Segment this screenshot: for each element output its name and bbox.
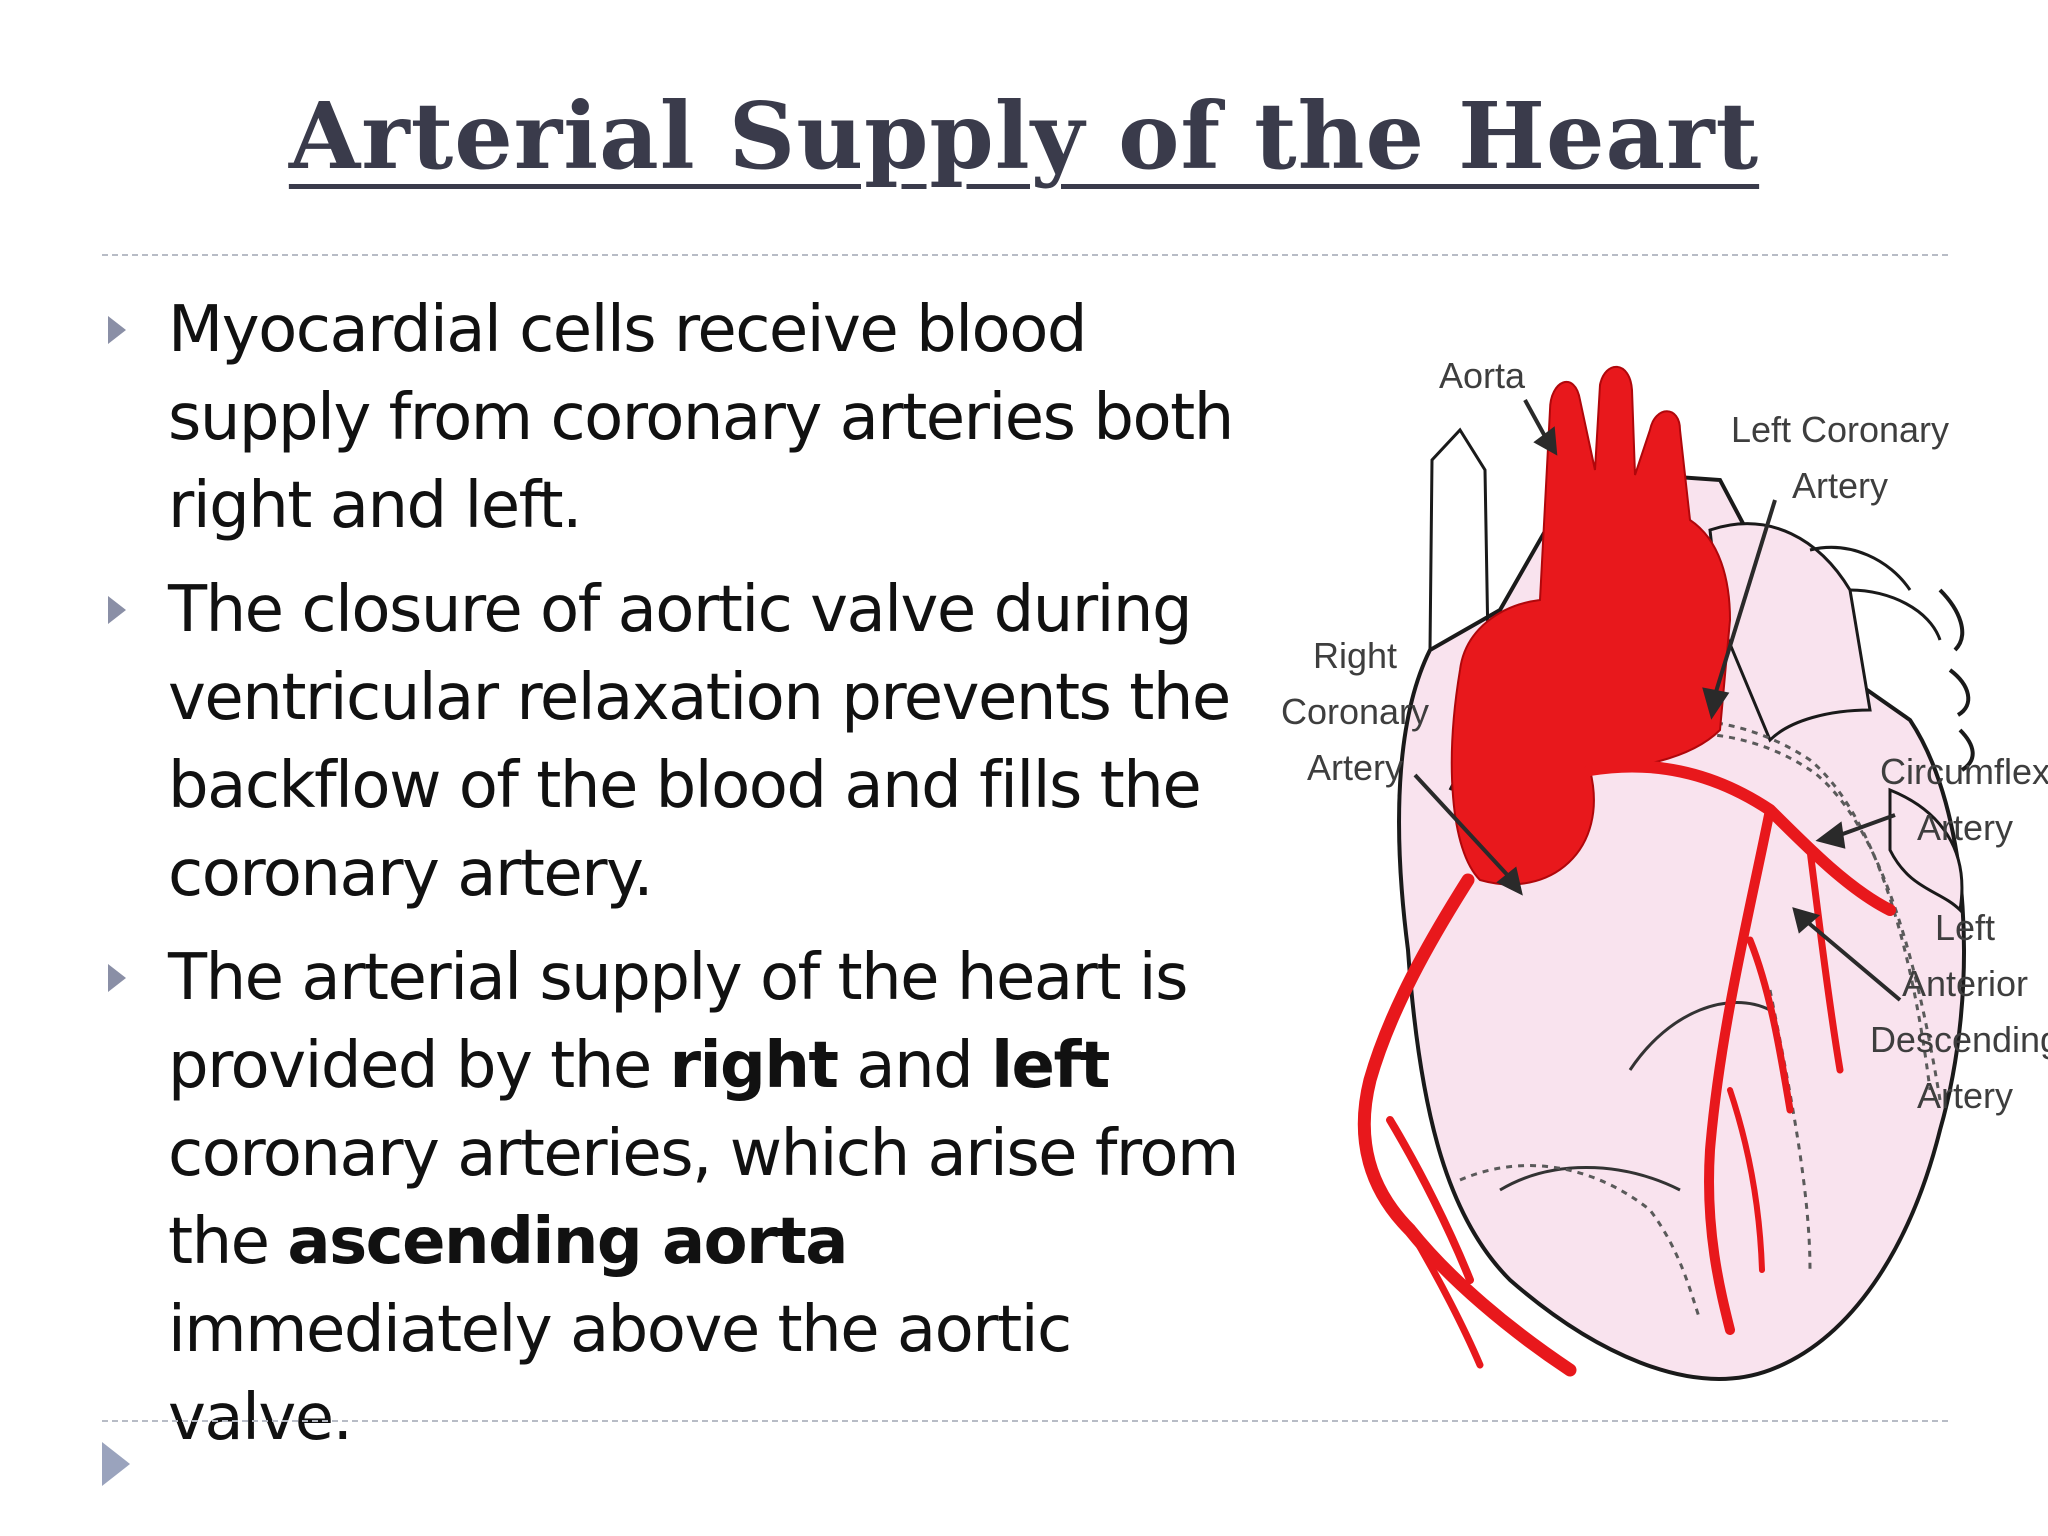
heart-illustration (1357, 365, 1975, 1381)
bullet-item: The closure of aortic valve during ventr… (108, 566, 1248, 918)
label-left-anterior-descending-artery: Artery (1917, 1075, 2013, 1116)
label-right-coronary-artery: Coronary (1281, 691, 1429, 732)
slide-title: Arterial Supply of the Heart (288, 82, 1760, 190)
top-divider (102, 254, 1948, 256)
text-segment: The closure of aortic valve during ventr… (168, 573, 1231, 911)
label-arrows (1413, 399, 1902, 1002)
text-segment: immediately above the aortic valve. (168, 1293, 1072, 1455)
bottom-divider (102, 1420, 1948, 1422)
bullet-item: Myocardial cells receive blood supply fr… (108, 286, 1248, 550)
label-left-anterior-descending-artery: Anterior (1902, 963, 2028, 1004)
heart-diagram: Aorta Left Coronary Artery Right Coronar… (1281, 355, 2048, 1381)
diagram-labels: Aorta Left Coronary Artery Right Coronar… (1281, 355, 2048, 1116)
label-circumflex-artery: Circumflex (1880, 751, 2048, 792)
text-segment: Myocardial cells receive blood supply fr… (168, 293, 1234, 543)
triangle-bullet-icon (108, 596, 126, 624)
label-left-anterior-descending-artery: Descending (1870, 1019, 2048, 1060)
label-aorta: Aorta (1439, 355, 1526, 396)
text-segment: and (837, 1029, 992, 1103)
bullet-text: Myocardial cells receive blood supply fr… (168, 293, 1234, 543)
label-left-coronary-artery: Left Coronary (1731, 409, 1949, 450)
text-segment: coronary arteries, which arise from the (168, 1117, 1239, 1279)
label-left-coronary-artery: Artery (1792, 465, 1888, 506)
triangle-bullet-icon (108, 964, 126, 992)
play-triangle-icon[interactable] (102, 1442, 130, 1486)
bold-text: ascending aorta (287, 1205, 848, 1279)
label-right-coronary-artery: Artery (1307, 747, 1403, 788)
bullet-text: The closure of aortic valve during ventr… (168, 573, 1231, 911)
label-circumflex-artery: Artery (1917, 807, 2013, 848)
label-left-anterior-descending-artery: Left (1935, 907, 1995, 948)
bold-text: left (991, 1029, 1110, 1103)
bullet-text: The arterial supply of the heart is prov… (168, 941, 1239, 1455)
bullet-list: Myocardial cells receive blood supply fr… (108, 286, 1248, 1478)
triangle-bullet-icon (108, 316, 126, 344)
bold-text: right (669, 1029, 839, 1103)
bullet-item: The arterial supply of the heart is prov… (108, 934, 1248, 1462)
text-segment: The arterial supply of the heart is prov… (168, 941, 1188, 1103)
label-right-coronary-artery: Right (1313, 635, 1397, 676)
